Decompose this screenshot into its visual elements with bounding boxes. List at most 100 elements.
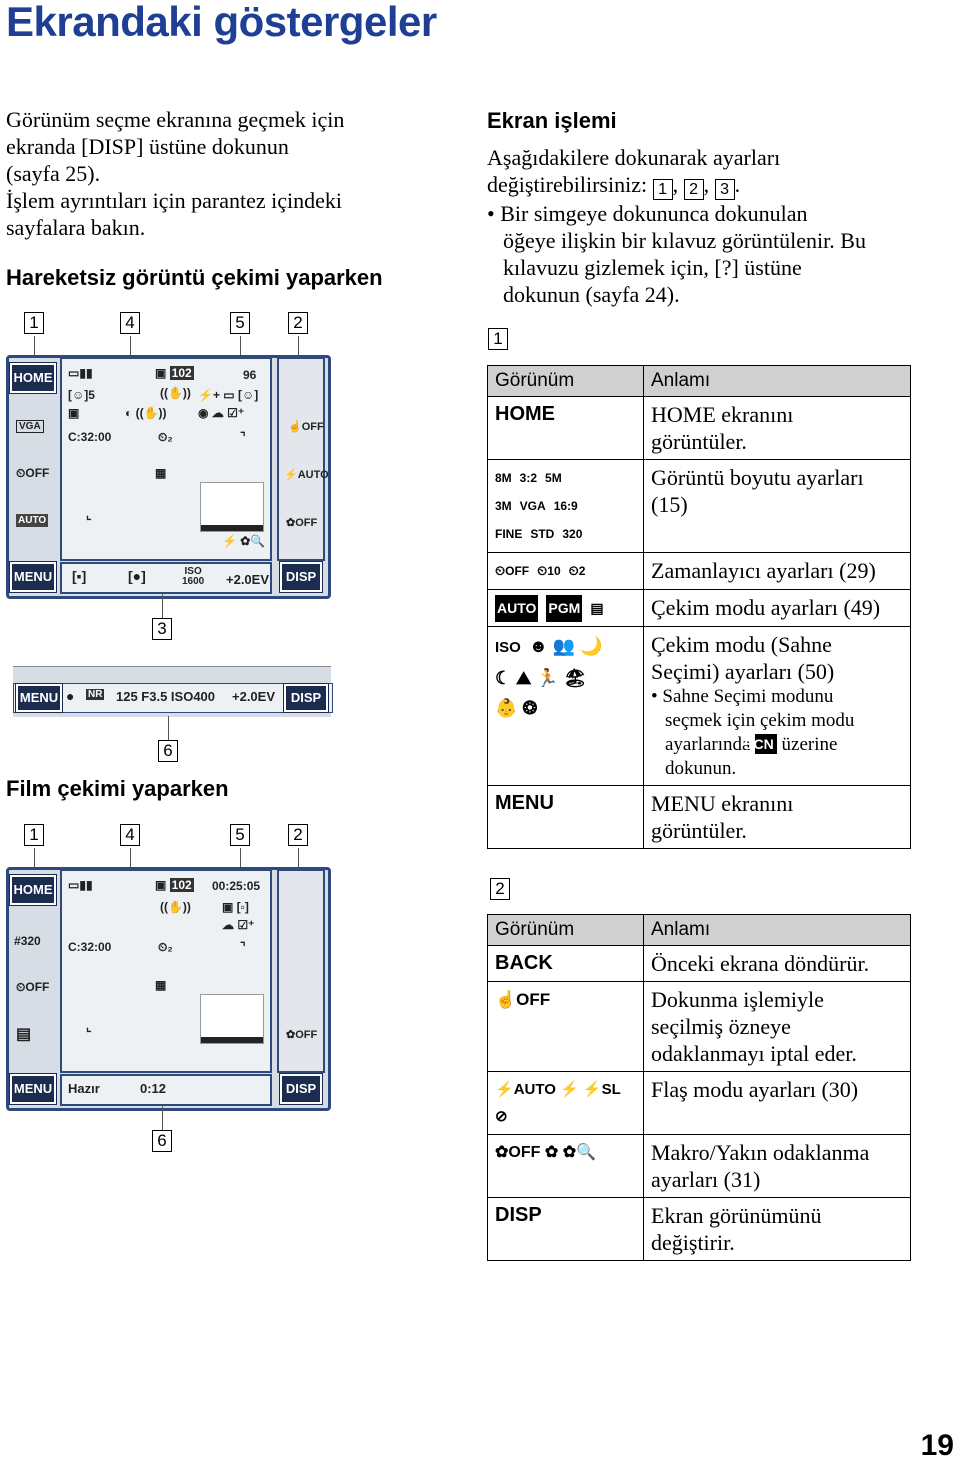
- movie-disp-button[interactable]: DISP: [279, 1073, 323, 1105]
- label-6: 6: [152, 1130, 172, 1152]
- intro-line: ekranda [DISP] üstüne dokunun: [6, 134, 289, 159]
- row-text: Görüntü boyutu ayarları(15): [643, 459, 911, 553]
- ops-heading: Ekran işlemi: [487, 108, 617, 133]
- movie-self-timer-off-icon[interactable]: ⏲OFF: [16, 980, 50, 994]
- movie-bottom-bar: [60, 1074, 272, 1106]
- recording-time: C:32:00: [68, 430, 112, 444]
- strip-ev-value: +2.0EV: [232, 689, 276, 704]
- row-icon-touch-off: ☝OFF: [487, 981, 644, 1072]
- battery-icon: ▭▮▮: [68, 366, 93, 380]
- shooting-mode-auto-icon[interactable]: AUTO: [16, 514, 49, 527]
- movie-home-button[interactable]: HOME: [9, 874, 57, 906]
- table1-label: 1: [488, 328, 508, 350]
- home-button[interactable]: HOME: [9, 362, 57, 394]
- connector: [162, 1105, 163, 1130]
- movie-status-ready: Hazır: [68, 1081, 100, 1096]
- strip-disp-button[interactable]: DISP: [283, 683, 329, 713]
- label-5: 5: [230, 312, 250, 334]
- record-dot-icon: ●: [66, 688, 75, 704]
- movie-metering-icons: ▣ [▫]: [222, 900, 249, 914]
- af-frame-mark: ⌝: [240, 430, 246, 444]
- ops-text: Aşağıdakilere dokunarak ayarları değişti…: [487, 144, 927, 308]
- table2-label: 2: [490, 878, 510, 900]
- connector: [34, 848, 35, 870]
- ops-line: değiştirebilirsiniz: 1, 2, 3.: [487, 172, 741, 200]
- metering-icon[interactable]: [▪]: [72, 568, 87, 584]
- ops-bullet-line: kılavuzu gizlemek için, [?] üstüne: [503, 255, 802, 280]
- steadyshot-icon: ((✋)): [160, 386, 191, 400]
- label-5: 5: [230, 824, 250, 846]
- ev-value[interactable]: +2.0EV: [226, 572, 270, 587]
- nr-icon: NR: [86, 689, 105, 700]
- af-off-icon[interactable]: ☝OFF: [288, 421, 324, 433]
- battery-warning-icon: ▦: [155, 466, 167, 480]
- exposure-strip-bar: [13, 683, 333, 713]
- movie-elapsed-time: 0:12: [140, 1081, 167, 1096]
- col-header: Görünüm: [487, 365, 644, 397]
- menu-button[interactable]: MENU: [9, 561, 57, 593]
- ops-bullet: • Bir simgeye dokununca dokunulan: [487, 201, 808, 226]
- row-icons-macro: ✿OFF ✿ ✿🔍: [487, 1134, 644, 1198]
- disp-button[interactable]: DISP: [279, 561, 323, 593]
- table-row: ⚡AUTO ⚡ ⚡SL ⊘ Flaş modu ayarları (30): [487, 1071, 911, 1135]
- ops-bullet-line: öğeye ilişkin bir kılavuz görüntülenir. …: [503, 228, 866, 253]
- macro-off-icon[interactable]: ✿OFF: [286, 517, 318, 529]
- movie-size-icon[interactable]: #320: [14, 934, 41, 948]
- row-icons-flash: ⚡AUTO ⚡ ⚡SL ⊘: [487, 1071, 644, 1135]
- intro-line: İşlem ayrıntıları için parantez içindeki: [6, 188, 342, 213]
- movie-menu-button[interactable]: MENU: [9, 1073, 57, 1105]
- page-title: Ekrandaki göstergeler: [6, 0, 437, 45]
- connector: [162, 593, 163, 618]
- smile-icon: ◐ ((✋)): [125, 406, 167, 420]
- intro-line: (sayfa 25).: [6, 161, 101, 186]
- movie-recording-time: C:32:00: [68, 940, 112, 954]
- movie-battery-warning-icon: ▦: [155, 978, 167, 992]
- flash-auto-icon[interactable]: ⚡AUTO: [284, 469, 329, 481]
- movie-macro-off-icon[interactable]: ✿OFF: [286, 1029, 318, 1041]
- connector: [240, 848, 241, 870]
- label-6: 6: [158, 740, 178, 762]
- exposure-values: 125 F3.5 ISO400: [116, 689, 216, 704]
- table-row: BACK Önceki ekrana döndürür.: [487, 945, 911, 982]
- row-icon: HOME: [487, 396, 644, 460]
- row-icon: MENU: [487, 785, 644, 849]
- label-2: 2: [288, 824, 308, 846]
- connector: [168, 716, 169, 740]
- movie-mode-icon[interactable]: ▤: [16, 1026, 32, 1043]
- histogram: [200, 482, 264, 532]
- intro-line: sayfalara bakın.: [6, 215, 146, 240]
- still-right-panel: [277, 357, 325, 561]
- movie-battery-icon: ▭▮▮: [68, 878, 93, 892]
- intro-line: Görünüm seçme ekranına geçmek için: [6, 107, 345, 132]
- page-number: 19: [920, 1429, 954, 1462]
- image-size-icon[interactable]: VGA: [16, 418, 44, 433]
- label-1: 1: [24, 312, 44, 334]
- connector: [130, 336, 131, 358]
- movie-folder-icon: ▣ 102: [155, 878, 194, 892]
- af-frame-mark: ⌝: [240, 940, 246, 954]
- label-4: 4: [120, 824, 140, 846]
- movie-steadyshot-icon: ((✋)): [160, 900, 191, 914]
- connector: [34, 336, 35, 358]
- ops-bullet-line: dokunun (sayfa 24).: [503, 282, 680, 307]
- scn-icon: SCN: [744, 734, 777, 754]
- strip-menu-button[interactable]: MENU: [15, 683, 63, 713]
- connector: [240, 336, 241, 358]
- movie-histogram: [200, 994, 264, 1044]
- spot-icon[interactable]: [●]: [128, 568, 146, 584]
- memory-folder-icon: ▣ 102: [155, 366, 194, 380]
- self-timer-off-icon[interactable]: ⏲OFF: [16, 466, 50, 480]
